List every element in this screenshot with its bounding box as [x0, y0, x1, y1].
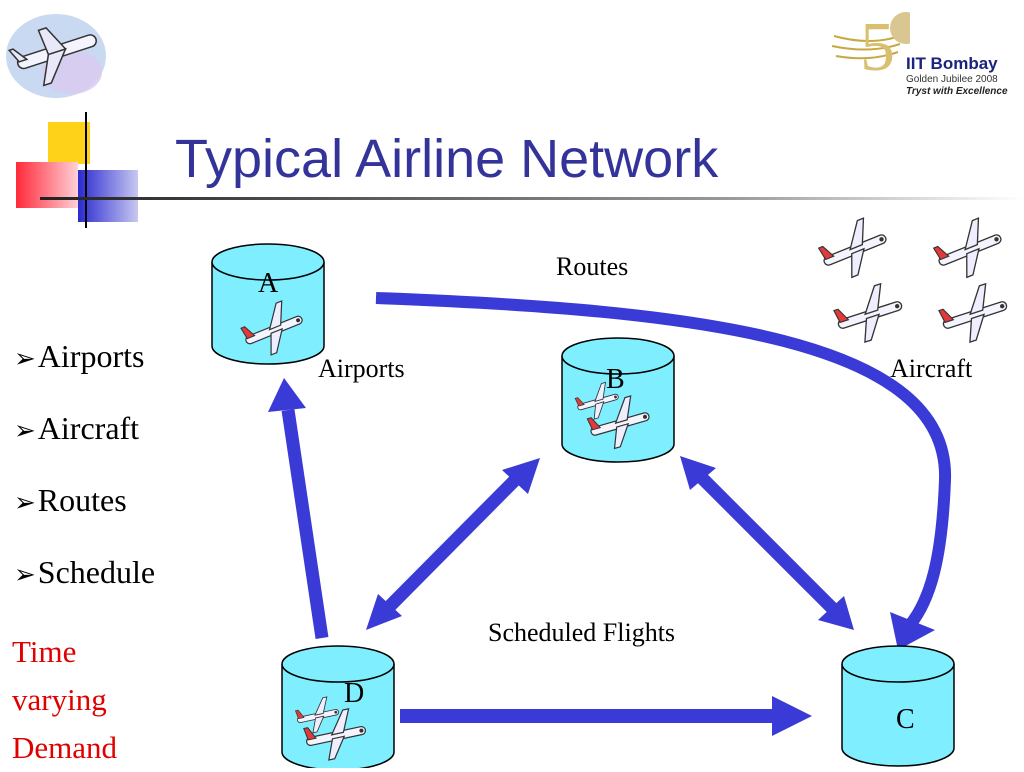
node-label-b: B	[606, 364, 625, 395]
svg-text:5: 5	[860, 9, 895, 86]
bullet-arrow-icon: ➢	[14, 560, 36, 589]
route-arrowhead-b-left	[502, 458, 540, 494]
airports-label: Airports	[318, 354, 405, 383]
bullet-item: ➢Routes	[14, 482, 127, 518]
routes-label: Routes	[556, 252, 629, 281]
route-arrowhead-c	[890, 612, 935, 650]
bullet-item: ➢Schedule	[14, 554, 156, 590]
node-label-a: A	[258, 268, 279, 299]
airport-node-b	[561, 337, 675, 463]
route-arrow-a-c	[375, 292, 952, 629]
fleet-plane-icon	[813, 212, 896, 286]
bullet-arrow-icon: ➢	[14, 344, 36, 373]
demand-note: Time varying Demand	[12, 634, 118, 765]
route-arrowhead-d	[366, 594, 402, 630]
aircraft-fleet	[813, 212, 1015, 349]
airplane-clipart-icon	[6, 14, 106, 98]
fleet-plane-icon	[829, 279, 910, 349]
bullet-list: ➢Airports ➢Aircraft ➢Routes ➢Schedule	[14, 336, 155, 624]
airport-node-a	[211, 243, 325, 365]
route-arrowhead-c-bottom	[772, 696, 812, 736]
bullet-item: ➢Aircraft	[14, 410, 140, 446]
bullet-arrow-icon: ➢	[14, 488, 36, 517]
logo-name: IIT Bombay	[906, 54, 998, 73]
aircraft-label: Aircraft	[890, 354, 973, 383]
airport-node-d	[281, 645, 395, 768]
node-label-c: C	[896, 704, 915, 735]
route-arrow-d-b	[385, 475, 520, 611]
route-arrow-b-c	[697, 473, 837, 613]
scheduled-flights-label: Scheduled Flights	[488, 618, 676, 647]
route-arrowhead-b-right	[680, 456, 716, 490]
route-arrowhead-a	[268, 378, 306, 412]
logo-line1: Golden Jubilee 2008	[906, 74, 998, 85]
node-label-d: D	[344, 678, 365, 709]
bullet-item: ➢Airports	[14, 338, 145, 374]
fleet-plane-icon	[934, 279, 1015, 349]
bullet-arrow-icon: ➢	[14, 416, 36, 445]
airport-node-c	[841, 645, 955, 767]
logo-line2: Tryst with Excellence	[906, 86, 1008, 97]
fleet-plane-icon	[928, 212, 1011, 286]
page-title: Typical Airline Network	[175, 129, 719, 189]
route-arrowhead-c-left	[818, 596, 854, 630]
title-underline	[40, 197, 1024, 200]
route-arrow-d-a	[281, 409, 329, 639]
iit-bombay-logo-icon: 5	[831, 9, 910, 86]
